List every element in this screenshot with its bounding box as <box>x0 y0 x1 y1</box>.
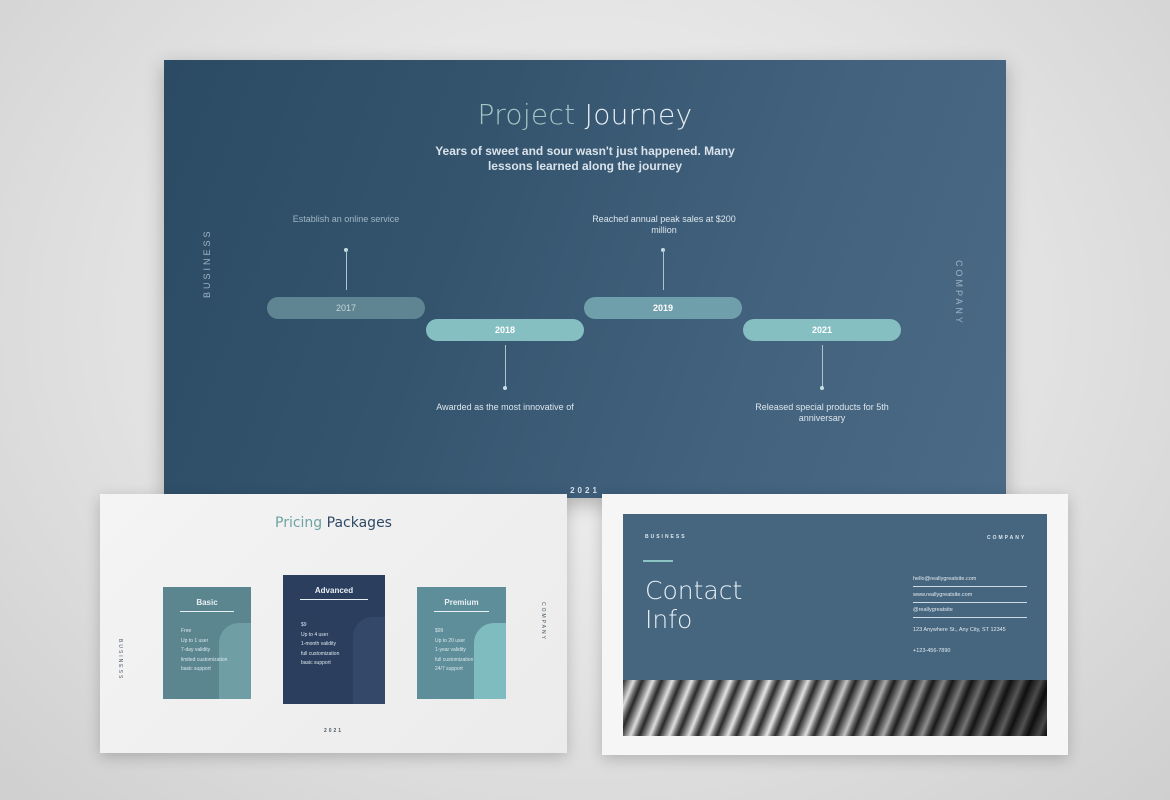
feature-item: full customization <box>435 656 474 663</box>
contact-divider <box>913 602 1027 603</box>
tag-company: COMPANY <box>987 535 1027 541</box>
side-label-business: BUSINESS <box>117 639 123 681</box>
title-line-contact: Contact <box>645 576 743 605</box>
feature-item: Up to 20 user <box>435 637 466 644</box>
feature-item: basic support <box>301 660 331 666</box>
feature-list: Free Up to 1 user 7-day validity limited… <box>181 627 227 675</box>
feature-item: full customization <box>301 650 340 657</box>
milestone-2021-connector <box>822 345 823 387</box>
milestone-2018-label: Awarded as the most innovative of <box>436 402 574 412</box>
card-title: Basic <box>196 598 218 607</box>
milestone-2019-label: Reached annual peak sales at $200 millio… <box>592 214 736 235</box>
feature-item: basic support <box>181 666 211 672</box>
title-line-info: Info <box>645 605 693 634</box>
tag-business: BUSINESS <box>645 534 687 540</box>
feature-item: 7-day validity <box>181 647 211 653</box>
timeline-pill-2021[interactable]: 2021 <box>743 319 901 341</box>
title-word-journey: Journey <box>584 98 693 131</box>
feature-item: limited customization <box>181 656 228 663</box>
slide-subtitle: Years of sweet and sour wasn't just happ… <box>435 144 735 173</box>
website-text: www.reallygreatsite.com <box>913 592 973 598</box>
timeline-pill-2017[interactable]: 2017 <box>267 297 425 319</box>
card-divider <box>434 611 489 612</box>
slide-title: Pricing Packages <box>100 515 567 531</box>
milestone-2021-label: Released special products for 5th annive… <box>755 402 889 423</box>
feature-item: $9 <box>301 622 307 628</box>
milestone-2018-dot <box>503 386 507 390</box>
feature-item: Up to 4 user <box>301 631 329 638</box>
feature-list: $9 Up to 4 user 1-month validity full cu… <box>301 621 339 669</box>
contact-divider <box>913 586 1027 587</box>
milestone-2017-connector <box>346 250 347 290</box>
milestone-2017-label: Establish an online service <box>292 214 400 224</box>
title-word-packages: Packages <box>326 515 392 531</box>
contact-divider <box>913 617 1027 618</box>
side-label-company: COMPANY <box>540 602 546 641</box>
pricing-packages-slide[interactable]: Pricing Packages BUSINESS COMPANY Basic … <box>100 494 567 753</box>
project-journey-slide[interactable]: Project Journey Years of sweet and sour … <box>164 60 1006 498</box>
pricing-card-premium[interactable]: Premium $99 Up to 20 user 1-year validit… <box>417 587 506 699</box>
feature-item: 24/7 support <box>435 666 463 672</box>
title-word-pricing: Pricing <box>275 515 323 531</box>
card-decoration <box>353 617 385 704</box>
card-divider <box>300 599 368 600</box>
social-handle-text: @reallygreatsite <box>913 607 953 613</box>
contact-info-slide[interactable]: BUSINESS COMPANY Contact Info hello@real… <box>602 494 1068 755</box>
card-title: Premium <box>444 598 479 607</box>
address-text: 123 Anywhere St., Any City, ST 12345 <box>913 627 1006 633</box>
architecture-photo <box>623 680 1047 736</box>
card-decoration <box>219 623 251 699</box>
feature-item: $99 <box>435 628 444 634</box>
milestone-2018-connector <box>505 345 506 387</box>
feature-list: $99 Up to 20 user 1-year validity full c… <box>435 627 473 675</box>
feature-item: Free <box>181 628 192 634</box>
feature-item: 1-month validity <box>301 641 337 647</box>
pricing-card-advanced[interactable]: Advanced $9 Up to 4 user 1-month validit… <box>283 575 385 704</box>
title-accent-line <box>643 560 673 562</box>
feature-item: Up to 1 user <box>181 637 209 644</box>
milestone-2019-connector <box>663 250 664 290</box>
slide-footer-year: 2021 <box>323 728 344 734</box>
slide-title: Project Journey <box>164 98 1006 131</box>
pricing-card-basic[interactable]: Basic Free Up to 1 user 7-day validity l… <box>163 587 251 699</box>
timeline-pill-2018[interactable]: 2018 <box>426 319 584 341</box>
email-text: hello@reallygreatsite.com <box>913 576 977 582</box>
card-decoration <box>474 623 506 699</box>
card-title: Advanced <box>314 586 354 595</box>
contact-panel: BUSINESS COMPANY Contact Info hello@real… <box>623 514 1047 736</box>
milestone-2021-dot <box>820 386 824 390</box>
slide-footer-year: 2021 <box>570 486 600 495</box>
card-divider <box>180 611 234 612</box>
side-label-company: COMPANY <box>954 260 964 326</box>
contact-title: Contact Info <box>645 576 815 634</box>
phone-text: +123-456-7890 <box>913 648 951 654</box>
timeline-pill-2019[interactable]: 2019 <box>584 297 742 319</box>
side-label-business: BUSINESS <box>202 228 212 298</box>
title-word-project: Project <box>477 98 576 131</box>
feature-item: 1-year validity <box>435 647 466 653</box>
